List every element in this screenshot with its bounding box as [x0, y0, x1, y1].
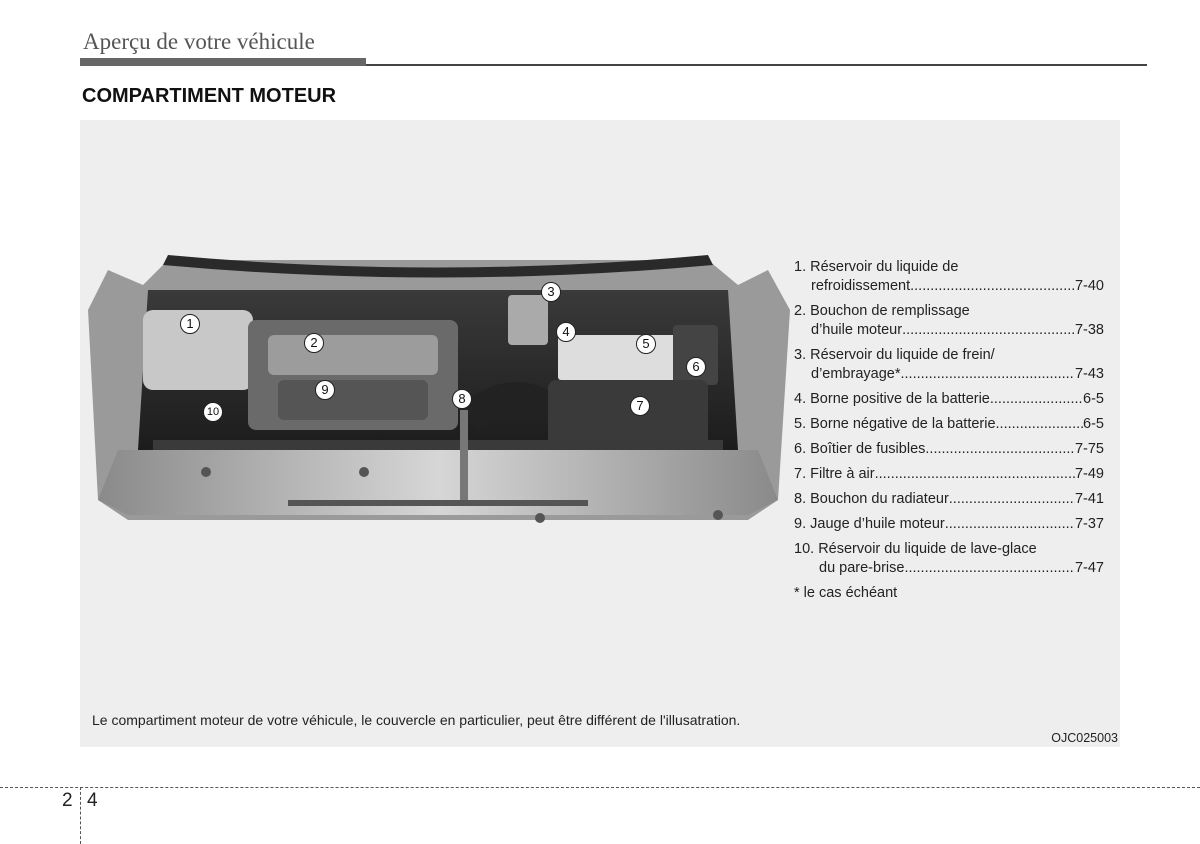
- item-page: 7-41: [1074, 491, 1104, 507]
- legend-item: 8. Bouchon du radiateur 7-41: [794, 490, 1104, 509]
- callout-8: 8: [452, 389, 472, 409]
- item-label: Réservoir du liquide de frein/: [810, 347, 995, 363]
- item-number: 1.: [794, 259, 807, 275]
- item-number: 6.: [794, 441, 807, 457]
- figure-code: OJC025003: [1051, 731, 1118, 745]
- item-number: 7.: [794, 466, 807, 482]
- item-number: 5.: [794, 416, 807, 432]
- item-number: 9.: [794, 516, 807, 532]
- item-number: 4.: [794, 391, 807, 407]
- item-number: 8.: [794, 491, 807, 507]
- legend-item: 2. Bouchon de remplissage d’huile moteur…: [794, 302, 1104, 340]
- callout-6: 6: [686, 357, 706, 377]
- callout-2: 2: [304, 333, 324, 353]
- item-label: du pare-brise: [819, 560, 905, 576]
- title-rule: [366, 64, 1147, 66]
- item-label: Boîtier de fusibles: [810, 441, 926, 457]
- item-label: Réservoir du liquide de lave-glace: [818, 541, 1037, 557]
- section-title: Aperçu de votre véhicule: [83, 29, 315, 54]
- item-number: 10.: [794, 541, 815, 557]
- item-number: 3.: [794, 347, 807, 363]
- legend-footnote: * le cas échéant: [794, 585, 898, 601]
- item-label: Jauge d’huile moteur: [810, 516, 945, 532]
- legend-item: 3. Réservoir du liquide de frein/ d’embr…: [794, 346, 1104, 384]
- page-number: 4: [87, 790, 98, 811]
- legend-item: 4. Borne positive de la batterie 6-5: [794, 390, 1104, 409]
- item-page: 7-37: [1074, 516, 1104, 532]
- legend-item: 9. Jauge d’huile moteur 7-37: [794, 515, 1104, 534]
- legend-item: 1. Réservoir du liquide de refroidisseme…: [794, 258, 1104, 296]
- legend-item: 6. Boîtier de fusibles 7-75: [794, 440, 1104, 459]
- engine-compartment-illustration: [88, 255, 790, 523]
- item-number: 2.: [794, 303, 807, 319]
- item-label: Bouchon de remplissage: [810, 303, 970, 319]
- callout-10: 10: [203, 402, 223, 422]
- callout-7: 7: [630, 396, 650, 416]
- title-bar: [80, 58, 366, 66]
- item-label: d’huile moteur: [811, 322, 903, 338]
- figure-legend: 1. Réservoir du liquide de refroidisseme…: [794, 258, 1104, 609]
- callout-1: 1: [180, 314, 200, 334]
- item-label: d’embrayage*: [811, 366, 901, 382]
- callout-9: 9: [315, 380, 335, 400]
- item-page: 7-75: [1074, 441, 1104, 457]
- item-label: Filtre à air: [810, 466, 875, 482]
- legend-item: 7. Filtre à air 7-49: [794, 465, 1104, 484]
- legend-item: 5. Borne négative de la batterie 6-5: [794, 415, 1104, 434]
- item-page: 7-47: [1074, 560, 1104, 576]
- footer-rule: [0, 787, 1200, 788]
- item-page: 7-49: [1074, 466, 1104, 482]
- item-page: 7-38: [1074, 322, 1104, 338]
- item-page: 7-43: [1074, 366, 1104, 382]
- item-label: refroidissement: [811, 278, 911, 294]
- callout-3: 3: [541, 282, 561, 302]
- callout-5: 5: [636, 334, 656, 354]
- figure-note: Le compartiment moteur de votre véhicule…: [92, 712, 741, 728]
- item-label: Bouchon du radiateur: [810, 491, 949, 507]
- item-page: 6-5: [1083, 416, 1104, 432]
- legend-item: 10. Réservoir du liquide de lave-glace d…: [794, 540, 1104, 578]
- item-page: 6-5: [1083, 391, 1104, 407]
- item-label: Borne positive de la batterie: [810, 391, 990, 407]
- item-label: Borne négative de la batterie: [810, 416, 996, 432]
- page-heading: COMPARTIMENT MOTEUR: [82, 85, 337, 107]
- footer-divider: [80, 787, 81, 844]
- callout-4: 4: [556, 322, 576, 342]
- item-label: Réservoir du liquide de: [810, 259, 959, 275]
- chapter-number: 2: [62, 790, 73, 811]
- item-page: 7-40: [1074, 278, 1104, 294]
